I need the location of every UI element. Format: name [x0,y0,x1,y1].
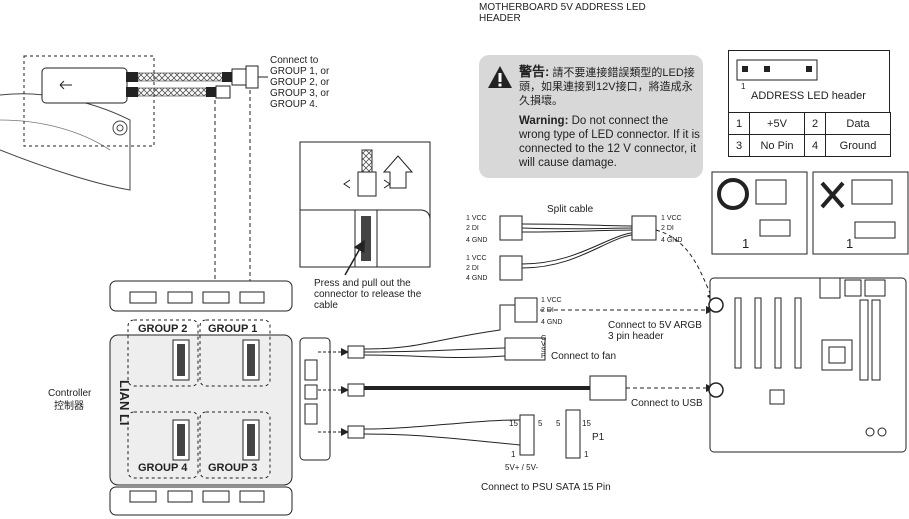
split-b-pin-gnd: 4 GND [466,275,488,282]
split-cable [499,215,715,302]
warning-zh: 警告: 請不要連接錯誤類型的LED接頭，如果連接到12V接口，將造成永久損壞。 [519,65,697,108]
motherboard [708,277,907,453]
warning-icon [488,66,512,88]
split-out-pin-di: 2 DI [661,225,674,232]
warning-en: Warning: Do not connect the wrong type o… [519,114,701,170]
split-cable-label: Split cable [547,204,594,215]
group-1-label: GROUP 1 [208,323,258,335]
connect-fan-label: Connect to fan [551,351,617,362]
address-header-pins [736,59,818,81]
group-3-label: GROUP 3 [208,462,258,474]
sata-voltage-label: 5V+ / 5V- [505,463,539,472]
controller-label-en: Controller [48,388,92,399]
address-header-title: ADDRESS LED header [751,90,866,102]
good-connector-example [711,171,808,255]
address-pin-table: 1 +5V 2 Data 3 No Pin 4 Ground [728,112,891,157]
argb-pin-gnd: 4 GND [541,319,563,326]
fan-pin-p: P [541,353,546,360]
warning-zh-title: 警告: [519,64,550,79]
split-b-pin-vcc: 1 VCC [466,255,487,262]
controller-cables [318,297,714,459]
p1-label: P1 [592,432,605,443]
group-2-label: GROUP 2 [138,323,188,335]
sata-5-left: 5 [538,419,543,428]
table-row: 3 No Pin 4 Ground [728,134,891,157]
pin-fn: Ground [825,134,891,157]
controller-label-zh: 控制器 [54,401,84,412]
argb-pin-di: 2 DI [541,307,554,314]
warning-zh-text: 請不要連接錯誤類型的LED接頭，如果連接到12V接口，將造成永久損壞。 [519,67,695,107]
warning-en-text: Do not connect the wrong type of LED con… [519,115,700,169]
split-a-pin-gnd: 4 GND [466,237,488,244]
warning-box: 警告: 請不要連接錯誤類型的LED接頭，如果連接到12V接口，將造成永久損壞。 … [479,55,703,178]
table-row: 1 +5V 2 Data [728,112,891,135]
sata-5-right: 5 [556,419,561,428]
pin-num: 1 [728,112,750,135]
split-a-pin-vcc: 1 VCC [466,215,487,222]
release-connector-inset [299,141,431,276]
top-connector-strip [109,280,293,312]
sata-15-right: 15 [582,419,591,428]
controller-body [109,319,331,486]
good-example-pin1: 1 [742,236,750,251]
argb-pin-vcc: 1 VCC [541,297,562,304]
connect-psu-label: Connect to PSU SATA 15 Pin [481,482,611,493]
bottom-connector-strip [109,486,293,516]
fan-cable-illustration [0,55,268,191]
mb-header-title: MOTHERBOARD 5V ADDRESS LED HEADER [479,2,646,24]
sata-1-left: 1 [511,450,516,459]
pin-num: 2 [804,112,826,135]
connect-argb-label: Connect to 5V ARGB 3 pin header [608,320,702,342]
press-pull-label: Press and pull out the connector to rele… [314,278,422,311]
sata-15-left: 15 [509,419,518,428]
address-header-box: 1 ADDRESS LED header [728,50,890,113]
pin-fn: Data [825,112,891,135]
split-b-pin-di: 2 DI [466,265,479,272]
fan-pin-g: G [541,335,547,342]
pin-num: 4 [804,134,826,157]
address-header-pin1: 1 [741,82,746,91]
connect-group-label: Connect to GROUP 1, or GROUP 2, or GROUP… [270,55,330,110]
sata-1-right: 1 [584,450,589,459]
pin-fn: +5V [749,112,805,135]
pin-num: 3 [728,134,750,157]
split-a-pin-di: 2 DI [466,225,479,232]
split-out-pin-gnd: 4 GND [661,237,683,244]
group-4-label: GROUP 4 [138,462,188,474]
bad-example-pin1: 1 [846,236,854,251]
warning-en-title: Warning: [519,115,569,127]
split-out-pin-vcc: 1 VCC [661,215,682,222]
pin-fn: No Pin [749,134,805,157]
brand-logo: LIAN LI [117,380,132,426]
bad-connector-example [812,171,909,255]
fan-pin-s: S [541,347,546,354]
connect-usb-label: Connect to USB [631,398,703,409]
fan-pin-v: V [541,341,546,348]
